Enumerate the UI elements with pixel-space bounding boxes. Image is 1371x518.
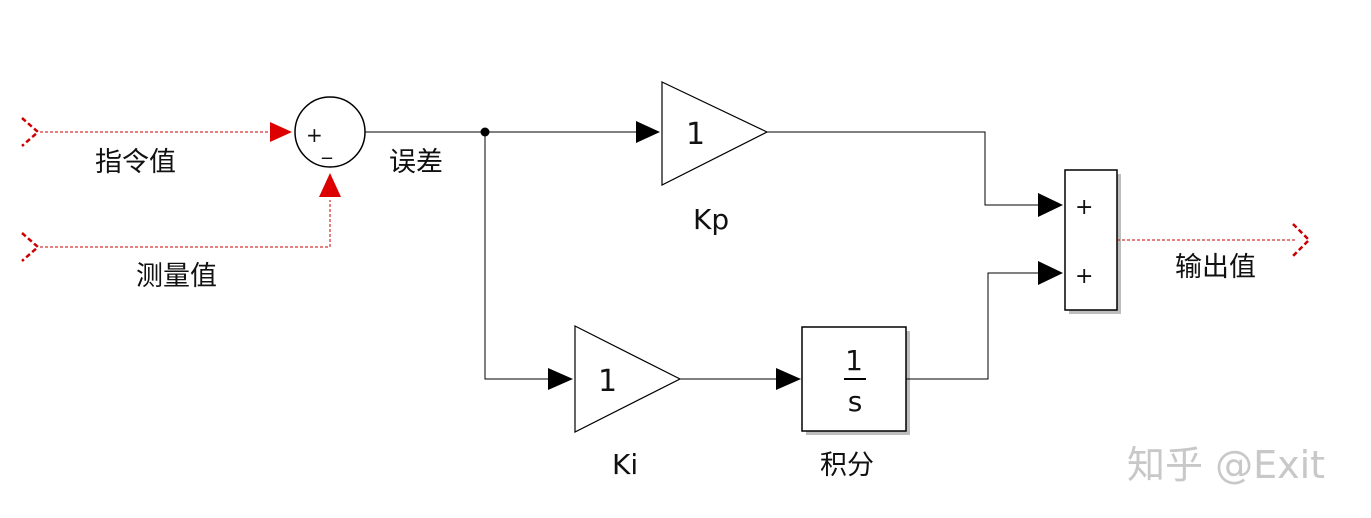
integrator-block[interactable]: 1 s <box>801 326 910 435</box>
signal-kp-to-sum2[interactable] <box>767 131 1040 206</box>
inport-command-icon[interactable] <box>21 117 40 147</box>
sum2-top-sign: + <box>1075 195 1093 220</box>
label-error: 误差 <box>389 147 443 178</box>
label-command: 指令值 <box>95 147 176 178</box>
label-output: 输出值 <box>1175 252 1256 283</box>
watermark: 知乎 @Exit <box>1127 443 1325 487</box>
integrator-numerator: 1 <box>845 344 863 377</box>
sum-block-2[interactable]: + + <box>1064 169 1121 314</box>
signal-integrator-to-sum2[interactable] <box>906 272 1040 380</box>
label-measured: 测量值 <box>136 261 217 292</box>
arrow-sum2-top-icon <box>1038 193 1063 217</box>
kp-gain-value: 1 <box>686 117 705 152</box>
inport-measured-icon[interactable] <box>21 232 40 262</box>
gain-block-kp[interactable]: 1 <box>661 81 769 186</box>
sum2-bottom-sign: + <box>1075 264 1093 289</box>
label-integral: 积分 <box>820 450 874 481</box>
integrator-denominator: s <box>848 385 863 418</box>
label-ki: Ki <box>612 448 638 481</box>
arrow-to-ki-icon <box>548 368 573 390</box>
arrow-measured-icon <box>319 173 341 197</box>
sum1-minus: _ <box>321 135 333 159</box>
label-kp: Kp <box>693 203 729 236</box>
outport-output-icon[interactable] <box>1292 223 1311 257</box>
ki-gain-value: 1 <box>598 364 617 399</box>
arrow-to-integrator-icon <box>776 368 801 390</box>
gain-block-ki[interactable]: 1 <box>574 325 682 433</box>
signal-to-ki[interactable] <box>484 132 550 380</box>
sum1-plus: + <box>306 123 323 147</box>
sum-block-1[interactable]: + _ <box>294 96 366 168</box>
arrow-sum2-bottom-icon <box>1038 261 1063 285</box>
arrow-to-kp-icon <box>636 121 660 143</box>
signal-measured[interactable] <box>40 200 331 248</box>
arrow-command-icon <box>270 122 292 142</box>
